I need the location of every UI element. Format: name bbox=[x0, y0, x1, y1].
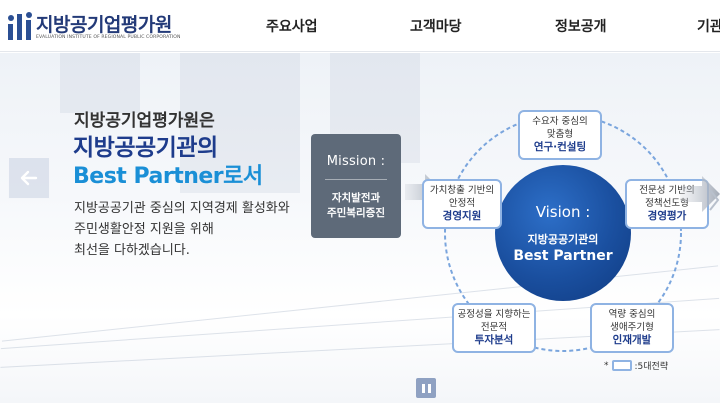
strategy-highlight: 인재개발 bbox=[612, 334, 652, 346]
strategy-line: 정책선도형 bbox=[645, 198, 689, 209]
chevron-right-icon bbox=[709, 189, 720, 211]
logo-mark-icon bbox=[7, 12, 32, 40]
legend-prefix: * bbox=[604, 360, 609, 371]
hero-tagline-main: 지방공공기관의 bbox=[73, 135, 218, 161]
site-header: 지방공기업평가원 EVALUATION INSTITUTE OF REGIONA… bbox=[0, 0, 720, 52]
mission-title: Mission : bbox=[326, 154, 386, 169]
strategy-line: 전문적 bbox=[480, 322, 508, 333]
legend-swatch bbox=[611, 360, 632, 371]
strategy-box-talent: 역량 중심의 생애주기형 인재개발 bbox=[590, 303, 674, 353]
vision-circle: Vision : 지방공공기관의 Best Partner bbox=[495, 165, 631, 301]
arrow-left-icon bbox=[20, 170, 38, 186]
flow-arrow-icon bbox=[680, 176, 720, 212]
vision-main: Best Partner bbox=[513, 248, 613, 264]
mission-divider bbox=[325, 179, 387, 180]
strategy-box-management: 가치창출 기반의 안정적 경영지원 bbox=[422, 179, 502, 229]
nav-item-info-disclosure[interactable]: 정보공개 bbox=[555, 19, 607, 35]
strategy-highlight: 경영지원 bbox=[442, 210, 482, 222]
strategy-box-investment: 공정성을 지향하는 전문적 투자분석 bbox=[452, 303, 536, 353]
logo-title: 지방공기업평가원 bbox=[36, 14, 172, 36]
strategy-highlight: 연구·컨설팅 bbox=[533, 141, 587, 153]
hero-description-line: 최선을 다하겠습니다. bbox=[74, 243, 190, 258]
strategy-line: 가치창출 기반의 bbox=[429, 185, 495, 196]
slide-prev-button[interactable] bbox=[8, 157, 50, 199]
vision-title: Vision : bbox=[535, 203, 591, 221]
strategy-line: 공정성을 지향하는 bbox=[457, 309, 531, 320]
hero-description: 지방공공기관 중심의 지역경제 활성화와 주민생활안정 지원을 위해 최선을 다… bbox=[74, 198, 314, 261]
logo-subtitle: EVALUATION INSTITUTE OF REGIONAL PUBLIC … bbox=[36, 35, 181, 40]
hero-description-line: 주민생활안정 지원을 위해 bbox=[74, 222, 214, 237]
pause-icon bbox=[421, 383, 425, 393]
strategy-line: 안정적 bbox=[448, 198, 476, 209]
mission-text: 자치발전과 주민복리증진 bbox=[311, 191, 401, 221]
hero-tagline-intro: 지방공기업평가원은 bbox=[74, 111, 215, 131]
pause-icon bbox=[427, 383, 431, 393]
slide-pause-button[interactable] bbox=[416, 378, 436, 398]
strategy-highlight: 투자분석 bbox=[474, 334, 514, 346]
site-logo[interactable]: 지방공기업평가원 EVALUATION INSTITUTE OF REGIONA… bbox=[7, 10, 203, 44]
nav-item-main-business[interactable]: 주요사업 bbox=[266, 19, 318, 35]
strategy-line: 수요자 중심의 bbox=[532, 116, 588, 127]
nav-item-institution[interactable]: 기관 bbox=[697, 19, 720, 35]
strategy-line: 맞춤형 bbox=[546, 129, 574, 140]
strategy-line: 역량 중심의 bbox=[608, 309, 656, 320]
slide-next-button[interactable] bbox=[708, 180, 720, 220]
mission-text-line: 주민복리증진 bbox=[327, 207, 385, 219]
strategy-line: 생애주기형 bbox=[610, 322, 654, 333]
strategy-highlight: 경영평가 bbox=[647, 210, 687, 222]
nav-item-customer[interactable]: 고객마당 bbox=[410, 19, 462, 35]
strategy-line: 전문성 기반의 bbox=[639, 185, 695, 196]
main-nav: 주요사업 고객마당 정보공개 기관 bbox=[0, 0, 720, 52]
mission-text-line: 자치발전과 bbox=[331, 192, 381, 204]
diagram-legend: * :5대전략 bbox=[604, 359, 668, 372]
legend-label: :5대전략 bbox=[634, 362, 669, 372]
strategy-box-consulting: 수요자 중심의 맞춤형 연구·컨설팅 bbox=[518, 110, 602, 160]
hero-tagline-partner: Best Partner로서 bbox=[73, 164, 263, 189]
mission-box: Mission : 자치발전과 주민복리증진 bbox=[311, 134, 401, 238]
hero-description-line: 지방공공기관 중심의 지역경제 활성화와 bbox=[74, 201, 290, 216]
vision-subtitle: 지방공공기관의 bbox=[527, 233, 599, 246]
